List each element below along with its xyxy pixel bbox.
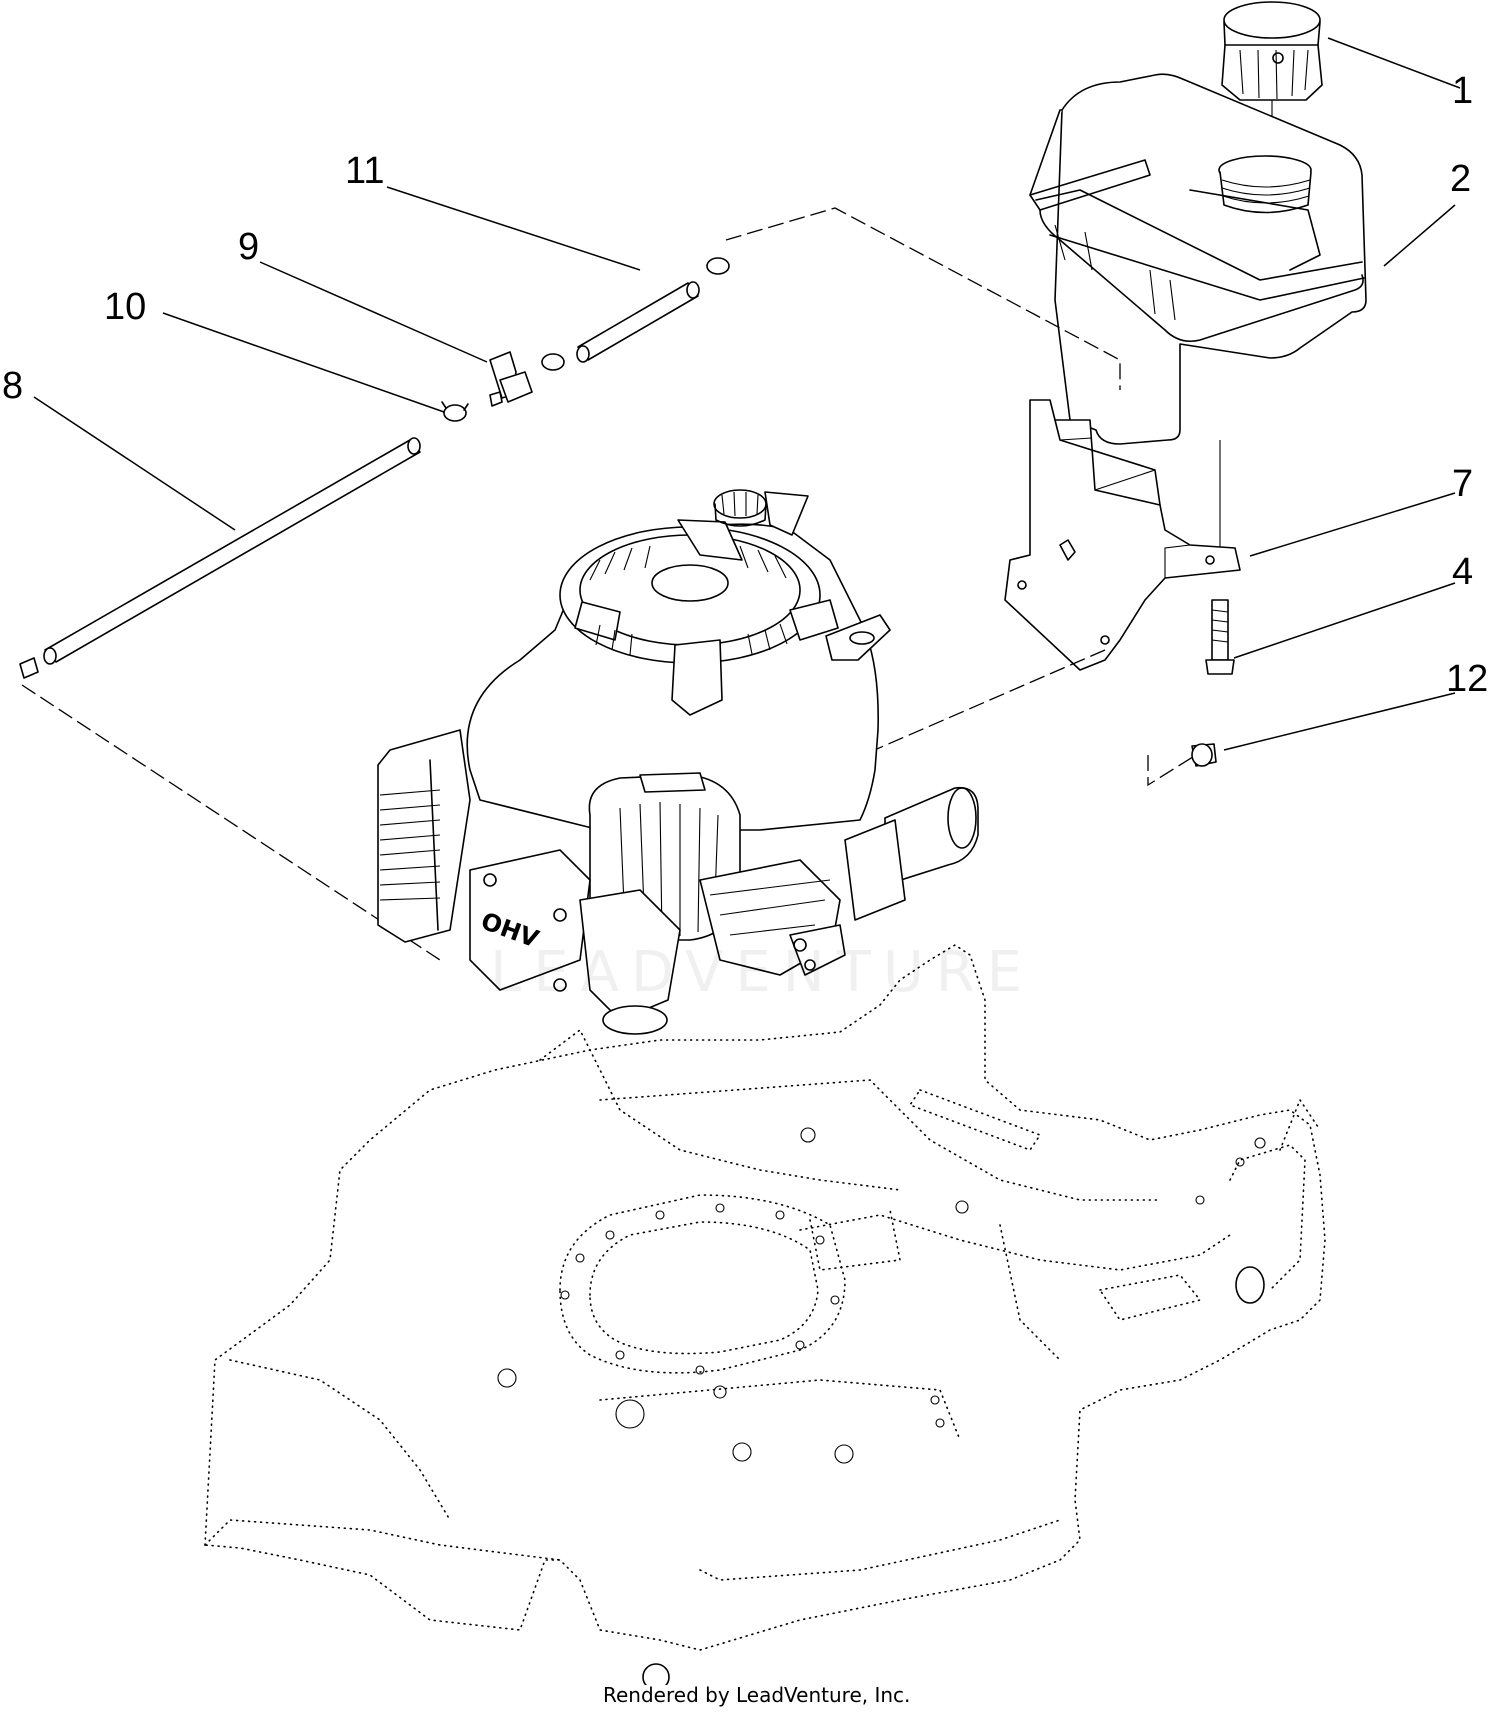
hose-clamp[interactable]: [441, 401, 469, 422]
fuel-shutoff-valve[interactable]: [489, 351, 533, 407]
callout-2: 2: [1450, 158, 1472, 200]
leader-lines: [33, 37, 1461, 751]
fuel-line-short[interactable]: [576, 257, 730, 363]
callout-11: 11: [345, 150, 385, 192]
hose-dash-line: [725, 207, 1121, 390]
engine[interactable]: OHV: [377, 489, 979, 1035]
tank-bracket[interactable]: [1004, 399, 1241, 671]
mower-deck: [204, 944, 1326, 1691]
callout-7: 7: [1452, 463, 1474, 505]
bolt[interactable]: [1205, 599, 1235, 675]
fuel-line-long[interactable]: [19, 437, 421, 679]
screw[interactable]: [1191, 743, 1217, 767]
callout-9: 9: [238, 226, 260, 268]
callout-10: 10: [104, 286, 147, 328]
mount-dash-line-12: [1147, 754, 1197, 787]
callout-12: 12: [1446, 658, 1489, 700]
fuel-tank[interactable]: [1029, 73, 1367, 445]
fuel-cap[interactable]: [1221, 1, 1323, 101]
callout-8: 8: [2, 365, 24, 407]
hose-clamp-2[interactable]: [541, 353, 565, 371]
footer-credit: Rendered by LeadVenture, Inc.: [600, 1685, 914, 1705]
callout-4: 4: [1452, 551, 1474, 593]
watermark-text: LEADVENTURE: [490, 940, 1035, 1005]
hose-end-dash-line: [21, 684, 441, 961]
callout-1: 1: [1452, 70, 1474, 112]
